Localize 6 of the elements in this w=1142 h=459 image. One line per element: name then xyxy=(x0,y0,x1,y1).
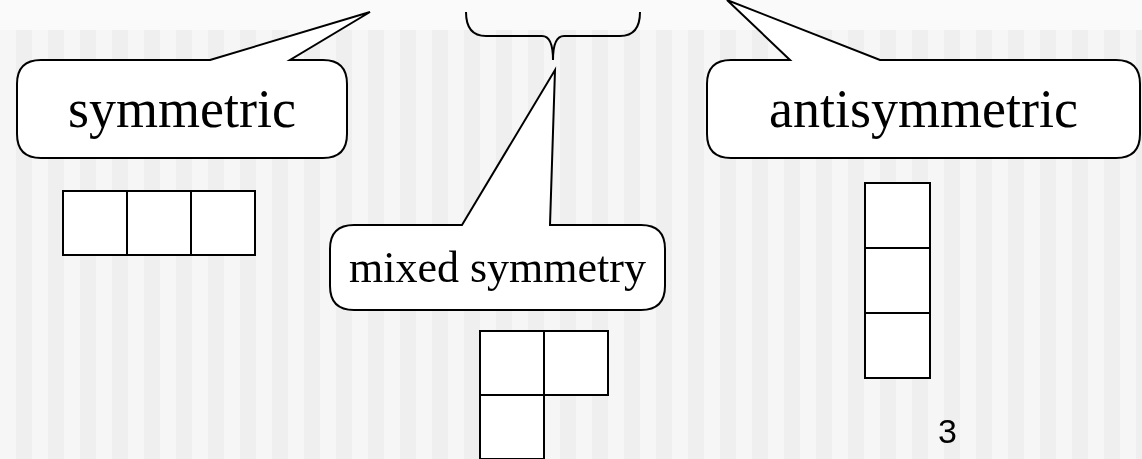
callout-text: mixed symmetry xyxy=(348,242,647,294)
page-number: 3 xyxy=(938,412,957,451)
speech-bubble xyxy=(17,12,370,158)
callout-text: antisymmetric xyxy=(768,78,1079,141)
speech-bubble xyxy=(707,0,1140,158)
callout-text: symmetric xyxy=(67,78,297,141)
